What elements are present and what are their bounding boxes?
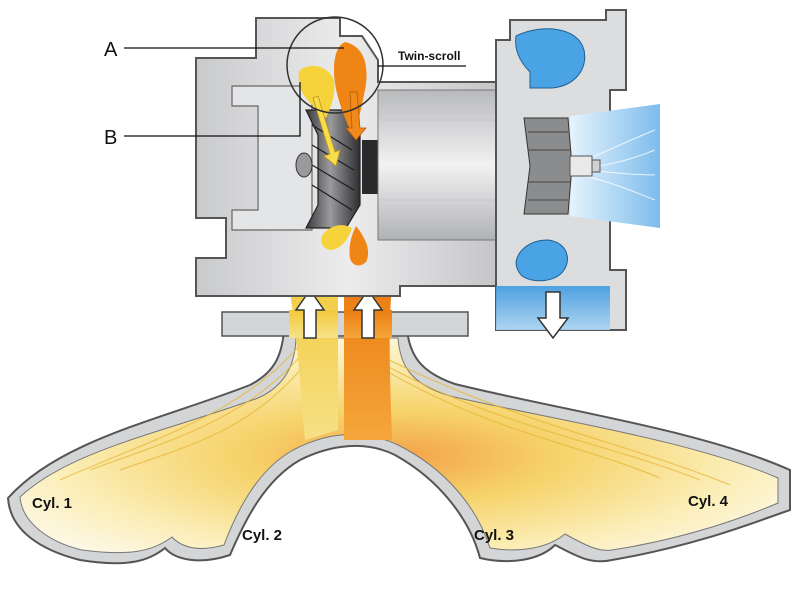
flow-up-arrow-right (352, 288, 384, 339)
twin-scroll-label: Twin-scroll (398, 49, 460, 63)
flow-droplet-orange-bottom (349, 226, 369, 266)
exhaust-manifold (6, 285, 791, 565)
flow-arrow-yellow (312, 95, 341, 167)
cylinder-label-2: Cyl. 2 (242, 527, 282, 544)
label-a-group: A (104, 39, 344, 61)
flow-droplet-yellow-bottom (321, 225, 352, 250)
turbine-hub-nut (295, 152, 313, 178)
center-bearing-housing (377, 89, 499, 241)
manifold-gas-flow (19, 337, 779, 554)
label-a: A (104, 39, 118, 61)
twin-scroll-label-group: Twin-scroll (378, 49, 466, 67)
cylinder-label-4: Cyl. 4 (688, 493, 729, 510)
compressor-volute-top (515, 28, 586, 89)
cylinder-label-1: Cyl. 1 (32, 495, 72, 512)
compressor-nut-tip (591, 159, 601, 173)
flow-droplet-yellow-top (298, 65, 335, 118)
label-b-group: B (104, 82, 301, 149)
flow-down-arrow (536, 291, 570, 340)
flow-arrow-orange (345, 91, 367, 141)
compressor-blades (528, 131, 570, 201)
compressor-volute-bottom (515, 239, 568, 282)
compressor-housing (495, 9, 660, 340)
turbine-inner-cavity (231, 85, 313, 231)
compressor-wheel (523, 117, 573, 215)
compressor-nut (569, 155, 593, 177)
shaft-housing (377, 89, 499, 241)
air-intake-flow (570, 104, 660, 228)
label-b: B (104, 127, 117, 149)
twin-scroll-callout-circle (286, 16, 384, 114)
cylinder-label-3: Cyl. 3 (474, 527, 514, 544)
flow-streaks (59, 344, 731, 486)
turbine-backplate (362, 140, 378, 194)
flow-up-arrow-left (294, 288, 326, 339)
leader-line-b (124, 82, 301, 137)
